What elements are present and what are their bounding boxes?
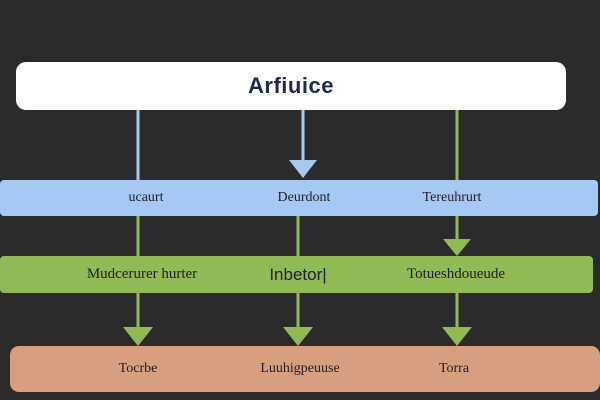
row4-node-2-label: Luuhigpeuuse [260,361,340,376]
top-box: Arfiuice [16,62,566,110]
row4-node-1-label: Tocrbe [118,361,158,376]
row3-node-3-label: Totueshdoueude [406,266,506,282]
arrow-head-row4-col2 [283,327,313,346]
arrow-head-row2-col2 [289,160,317,178]
row4-node-3-label: Torra [438,361,470,376]
row3-band: Mudcerurer hurter Inbetor| Totueshdoueud… [0,256,593,293]
row2-band: ucaurt Deurdont Tereuhrurt [0,180,598,216]
row2-node-3-label: Tereuhrurt [422,190,482,205]
row4-band: Tocrbe Luuhigpeuuse Torra [10,346,600,392]
top-box-label: Arfiuice [248,73,334,98]
arrow-head-row4-col3 [442,327,472,346]
row2-node-1-label: ucaurt [128,190,164,205]
row3-node-2-label: Inbetor| [269,264,327,284]
row3-node-1-label: Mudcerurer hurter [86,266,198,282]
row2-node-2-label: Deurdont [277,190,331,205]
arrow-head-row4-col1 [123,327,153,346]
arrow-head-row3-col3 [443,239,471,256]
